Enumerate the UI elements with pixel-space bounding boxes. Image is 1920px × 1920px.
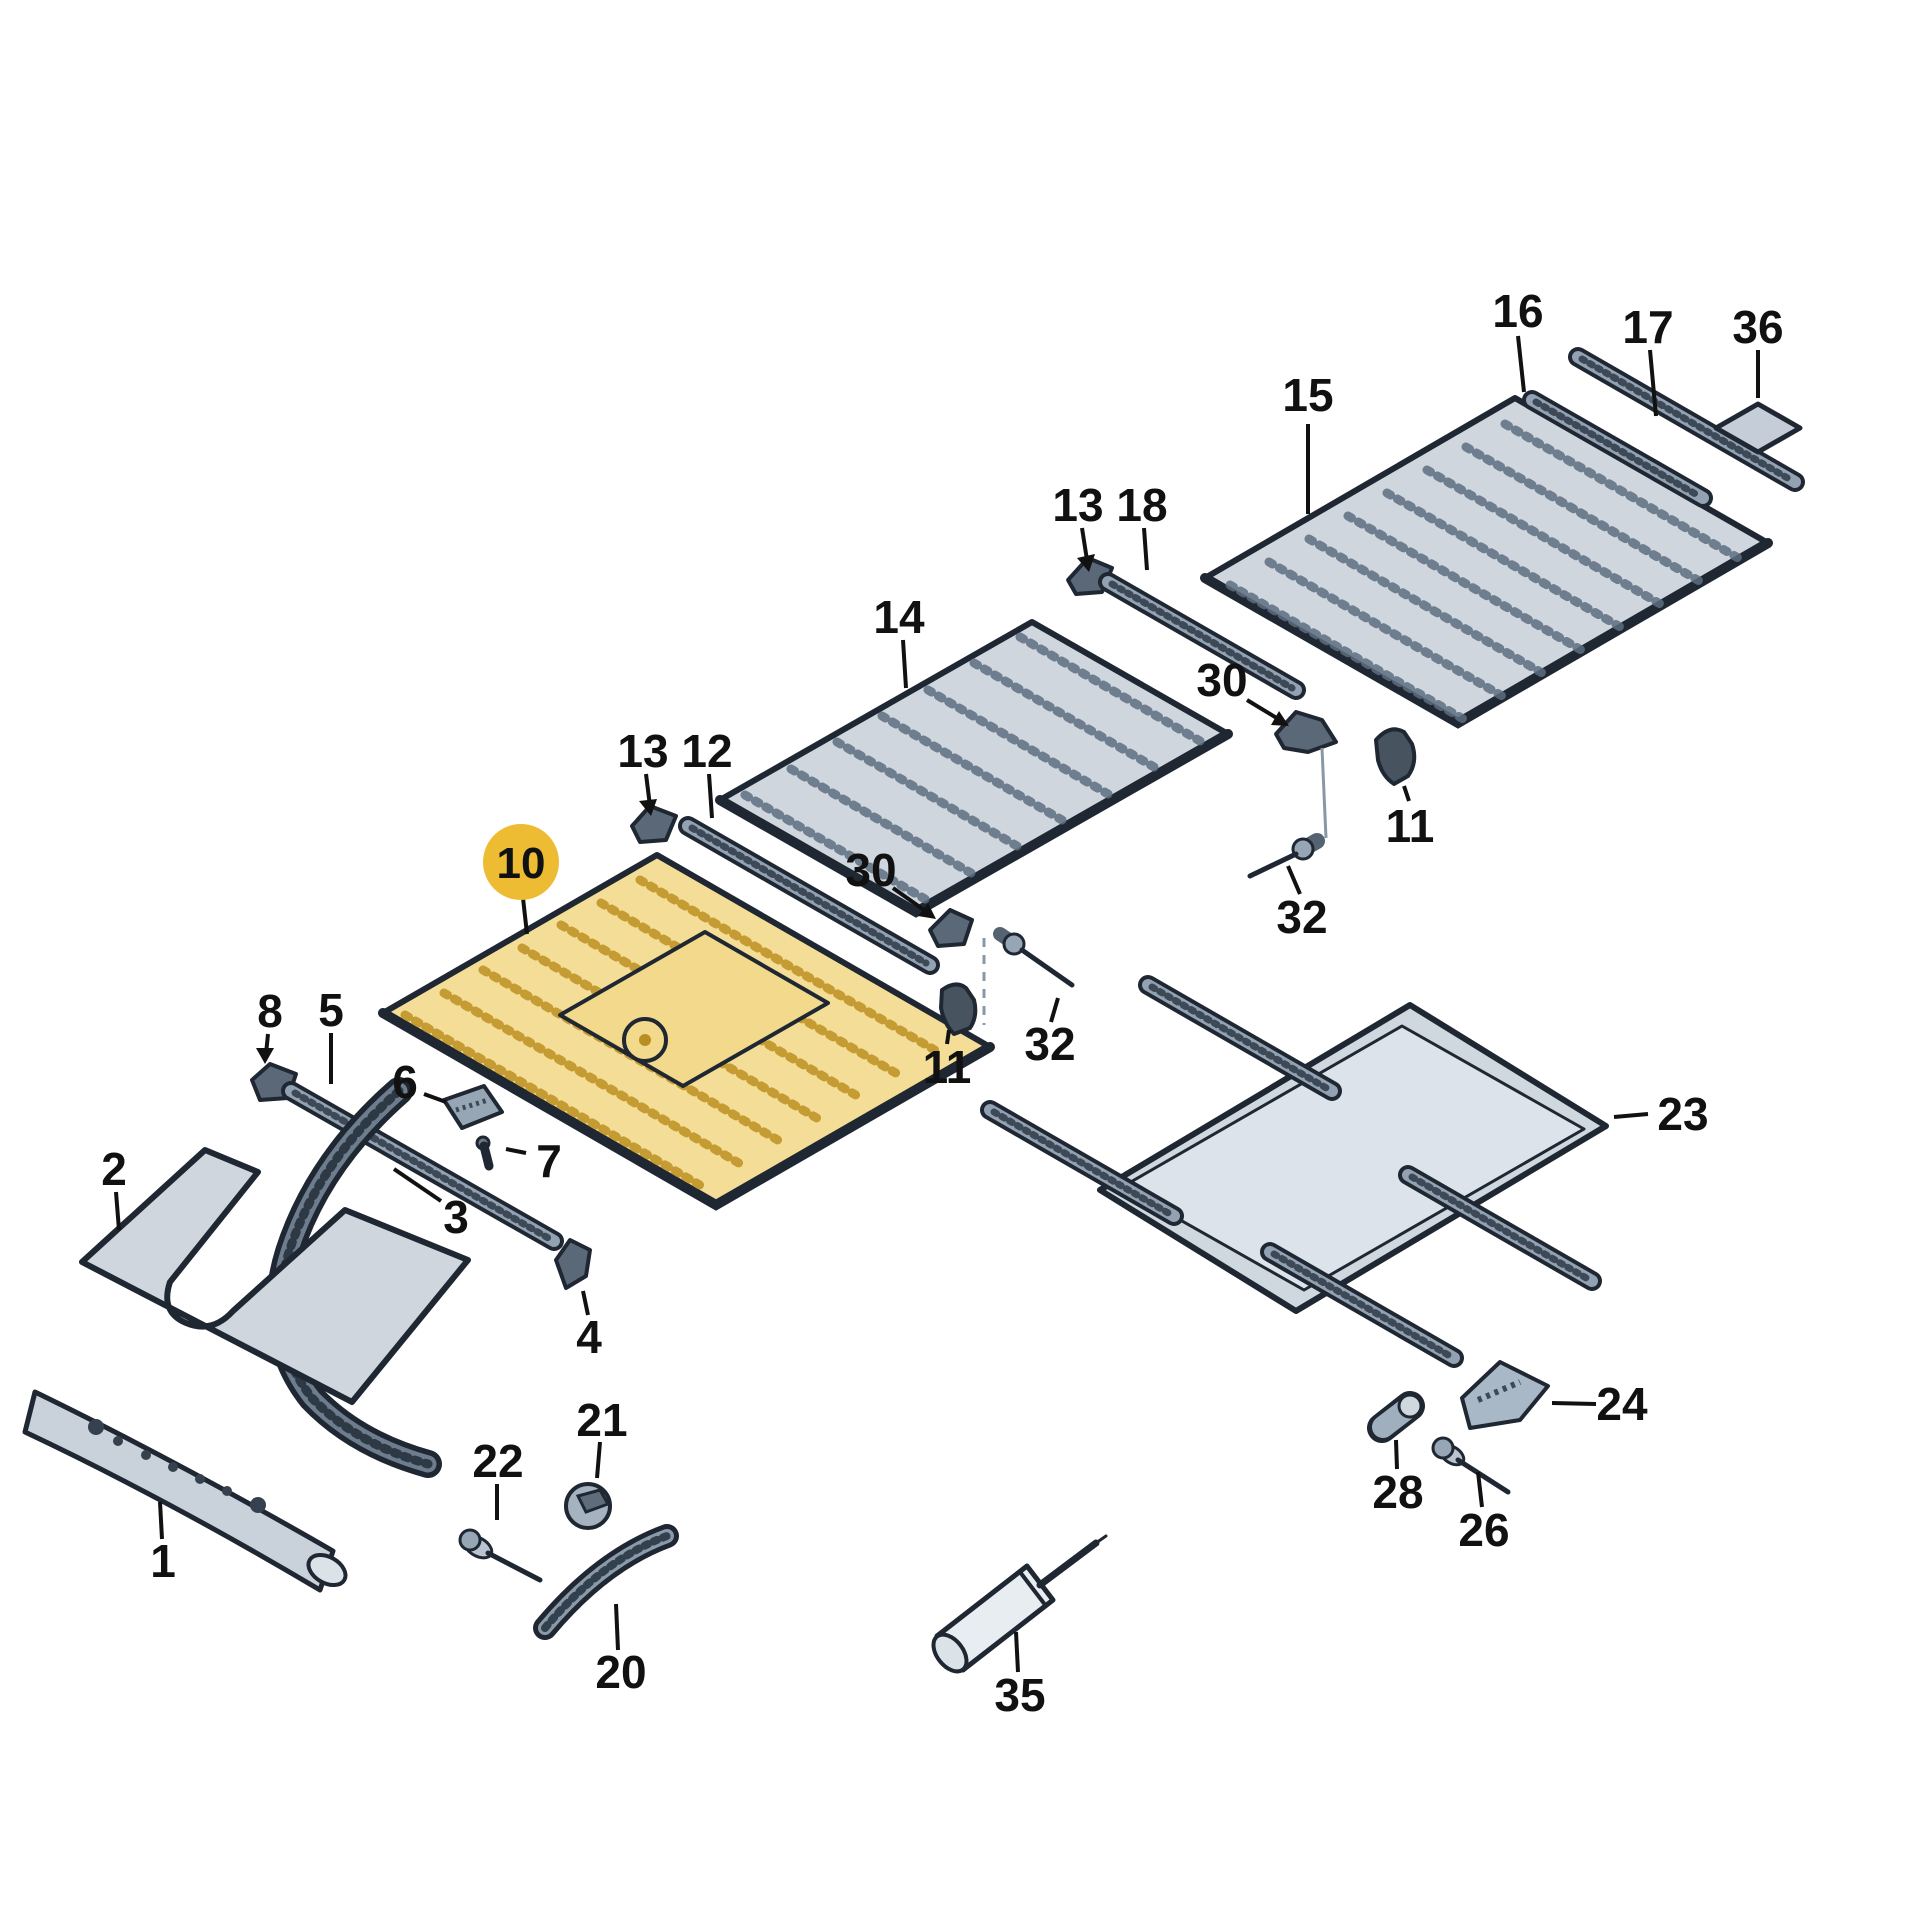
clip-13-left — [630, 804, 678, 844]
label-22: 22 — [472, 1435, 523, 1487]
part-1-windshield-crossmember — [22, 1389, 348, 1593]
label-12: 12 — [681, 725, 732, 777]
frame-23-sunroof-frame — [980, 975, 1609, 1368]
rail-17 — [1568, 347, 1805, 492]
label-30-left: 30 — [845, 844, 896, 896]
clip-4 — [554, 1238, 592, 1290]
tube-35-sealant — [931, 1534, 1108, 1674]
label-18: 18 — [1116, 479, 1167, 531]
panel-10-recess — [558, 930, 830, 1088]
panel-2-front-headliner — [79, 1147, 471, 1405]
label-6: 6 — [392, 1056, 418, 1108]
screw-32-right — [1247, 833, 1325, 879]
label-14: 14 — [873, 591, 925, 643]
label-8: 8 — [257, 985, 283, 1037]
clip-30-right — [1274, 710, 1338, 839]
label-11-right: 11 — [1386, 800, 1435, 852]
frame-23-bar — [980, 1100, 1184, 1226]
panel-15-rear-roof-panel — [1200, 395, 1773, 729]
label-7: 7 — [536, 1135, 562, 1187]
label-17: 17 — [1622, 301, 1673, 353]
bracket-6 — [442, 1084, 504, 1130]
part-36-cap — [1713, 401, 1803, 455]
label-1: 1 — [150, 1535, 176, 1587]
label-13-right: 13 — [1052, 479, 1103, 531]
panel-10-highlighted-roof-panel — [378, 852, 995, 1211]
label-15: 15 — [1282, 369, 1333, 421]
screw-22 — [458, 1528, 543, 1583]
bracket-11-right — [1374, 727, 1417, 786]
screw-32-left — [993, 927, 1075, 988]
bracket-11-left — [939, 982, 978, 1036]
label-21: 21 — [576, 1394, 627, 1446]
label-20: 20 — [595, 1646, 646, 1698]
label-36: 36 — [1732, 301, 1783, 353]
panel-14-center-roof-panel — [715, 619, 1233, 918]
label-5: 5 — [318, 984, 344, 1036]
label-28: 28 — [1372, 1466, 1423, 1518]
callout-labels: 15 16 17 36 13 18 14 30 11 32 13 12 30 1… — [101, 285, 1783, 1721]
label-24: 24 — [1596, 1378, 1648, 1430]
frame-23-bar — [1260, 1242, 1464, 1368]
clip-30-left — [928, 908, 986, 1025]
label-11-left: 11 — [923, 1041, 972, 1093]
label-32-right: 32 — [1276, 891, 1327, 943]
label-30-right: 30 — [1196, 654, 1247, 706]
rail-12 — [678, 816, 940, 975]
label-26: 26 — [1458, 1504, 1509, 1556]
bracket-24 — [1460, 1360, 1550, 1430]
highlight-badge-10: 10 — [483, 824, 559, 935]
label-10-highlighted: 10 — [497, 839, 546, 888]
pin-7 — [475, 1135, 494, 1171]
frame-23-bar — [1398, 1165, 1602, 1291]
label-4: 4 — [576, 1311, 602, 1363]
rail-5 — [281, 1081, 564, 1251]
label-2: 2 — [101, 1143, 127, 1195]
rail-16 — [1522, 390, 1713, 508]
strip-20 — [533, 1524, 679, 1640]
label-35: 35 — [994, 1669, 1045, 1721]
sleeve-28 — [1367, 1391, 1425, 1443]
label-13-left: 13 — [617, 725, 668, 777]
frame-23-bar — [1138, 975, 1342, 1101]
grommet-21 — [564, 1482, 612, 1530]
label-32-left: 32 — [1024, 1018, 1075, 1070]
label-16: 16 — [1492, 285, 1543, 337]
label-3: 3 — [443, 1191, 469, 1243]
screw-26 — [1431, 1436, 1511, 1495]
rail-18 — [1098, 572, 1306, 700]
label-23: 23 — [1657, 1088, 1708, 1140]
